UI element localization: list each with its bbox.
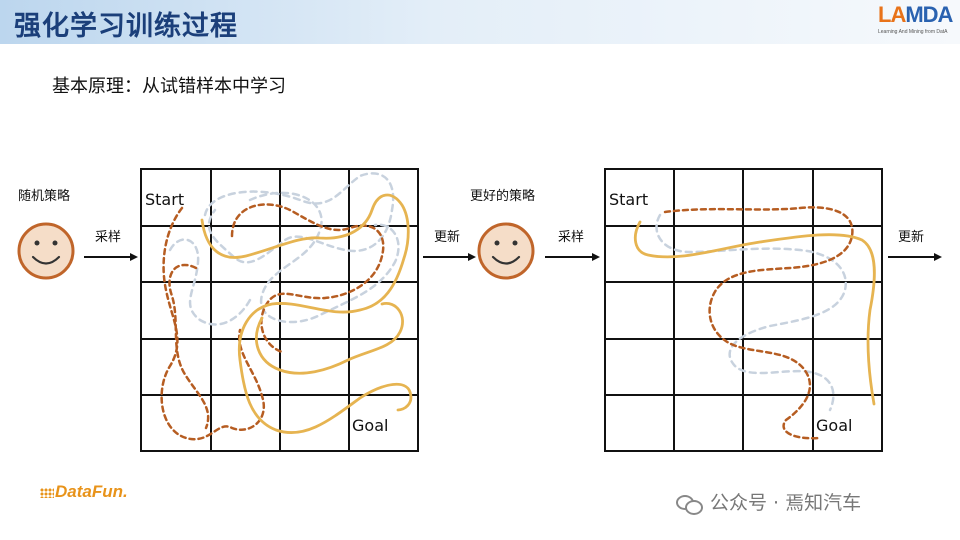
lamda-tagline: Learning And Mining from DatA xyxy=(878,29,948,35)
grid-left xyxy=(140,168,419,452)
goal-label-left: Goal xyxy=(352,416,389,435)
goal-label-right: Goal xyxy=(816,416,853,435)
lamda-logo-part1: LA xyxy=(878,2,906,27)
trajectories-right xyxy=(633,206,876,440)
lamda-logo-part2: MDA xyxy=(905,2,953,27)
trajectories-left xyxy=(160,172,413,441)
slide-title: 强化学习训练过程 xyxy=(14,11,238,42)
trajectory-gray-dashed xyxy=(203,172,395,264)
update-label-right: 更新 xyxy=(898,230,925,245)
better-policy-label: 更好的策略 xyxy=(470,189,536,204)
smiley-icon-better-policy xyxy=(477,222,535,280)
trajectory-orange-dashed xyxy=(168,263,210,430)
random-policy-label: 随机策略 xyxy=(18,189,71,204)
datafun-logo: DataFun. xyxy=(40,482,128,502)
lamda-logo: LAMDA Learning And Mining from DatA xyxy=(876,2,956,42)
datafun-dots-icon xyxy=(40,487,54,498)
trajectory-gray-dashed xyxy=(168,238,252,326)
trajectory-orange-dashed xyxy=(663,206,854,440)
trajectory-orange-dashed xyxy=(160,206,265,441)
trajectory-gray-dashed xyxy=(655,213,848,412)
header-bar: 强化学习训练过程 LAMDA Learning And Mining from … xyxy=(0,0,960,44)
start-label-right: Start xyxy=(609,190,649,209)
start-label-left: Start xyxy=(145,190,185,209)
trajectory-gray-dashed xyxy=(248,191,400,324)
trajectory-gold xyxy=(633,220,876,406)
smiley-icon-random-policy xyxy=(17,222,75,280)
datafun-brand-text: DataFun. xyxy=(55,482,128,501)
subtitle: 基本原理：从试错样本中学习 xyxy=(52,76,286,97)
wechat-icon xyxy=(676,494,704,515)
trajectory-gold xyxy=(255,302,404,375)
watermark-text: 公众号 · 焉知汽车 xyxy=(710,492,862,514)
trajectory-orange-dashed xyxy=(230,203,385,354)
grid-right xyxy=(604,168,883,452)
sample-label-right: 采样 xyxy=(558,230,585,245)
sample-label-left: 采样 xyxy=(95,230,122,245)
wechat-watermark: 公众号 · 焉知汽车 xyxy=(676,488,861,515)
trajectory-gold xyxy=(200,193,413,435)
update-label-left: 更新 xyxy=(434,230,461,245)
